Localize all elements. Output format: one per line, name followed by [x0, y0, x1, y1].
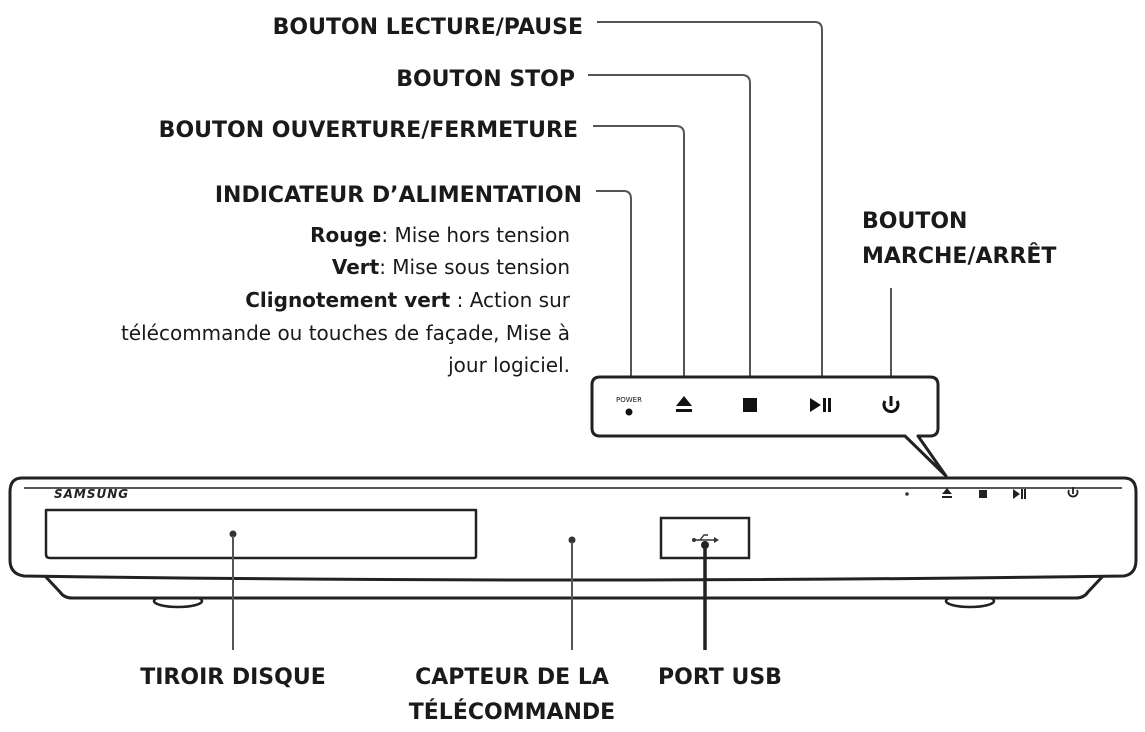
small-eject-icon	[942, 488, 952, 498]
label-remote-sensor-line1: CAPTEUR DE LA	[415, 665, 609, 690]
bluray-player-body: SAMSUNG	[8, 476, 1138, 609]
small-power-icon	[1067, 487, 1079, 498]
label-stop: BOUTON STOP	[396, 67, 575, 92]
indicator-green-term: Vert	[332, 255, 380, 279]
label-disc-tray: TIROIR DISQUE	[140, 665, 326, 690]
leader-power-indicator	[596, 190, 632, 398]
label-power-button-line2: MARCHE/ARRÊT	[862, 243, 1056, 269]
disc-tray-dot	[229, 530, 237, 538]
label-power-button-line1: BOUTON	[862, 209, 967, 234]
small-power-led	[905, 492, 909, 496]
small-play-pause-icon	[1013, 489, 1026, 499]
label-remote-sensor-line2: TÉLÉCOMMANDE	[409, 699, 615, 725]
leader-play-pause	[597, 21, 823, 378]
label-play-pause: BOUTON LECTURE/PAUSE	[273, 15, 583, 40]
device-small-controls	[900, 487, 1079, 499]
usb-icon	[692, 534, 719, 543]
disc-tray-slot	[44, 508, 478, 560]
stop-icon	[743, 398, 757, 412]
leader-open-close	[593, 125, 685, 378]
indicator-blink-line3: jour logiciel.	[447, 353, 570, 377]
indicator-green-line: Vert: Mise sous tension	[332, 255, 570, 279]
indicator-blink-line2: télécommande ou touches de façade, Mise …	[121, 321, 570, 345]
indicator-blink-line: Clignotement vert : Action sur	[245, 288, 571, 312]
power-led-dot	[625, 408, 633, 416]
indicator-blink-desc: : Action sur	[450, 288, 571, 312]
indicator-red-desc: : Mise hors tension	[381, 223, 570, 247]
small-stop-icon	[979, 490, 987, 498]
leader-stop	[588, 74, 751, 378]
indicator-red-line: Rouge: Mise hors tension	[310, 223, 570, 247]
label-open-close: BOUTON OUVERTURE/FERMETURE	[159, 118, 578, 143]
indicator-green-desc: : Mise sous tension	[379, 255, 570, 279]
label-power-indicator: INDICATEUR D’ALIMENTATION	[215, 183, 582, 208]
play-pause-icon	[810, 398, 831, 412]
zoom-callout-panel	[590, 375, 948, 478]
brand-logo: SAMSUNG	[54, 487, 129, 501]
indicator-red-term: Rouge	[310, 223, 381, 247]
label-usb-port: PORT USB	[658, 665, 782, 690]
remote-sensor-dot	[568, 536, 576, 544]
power-led-label: POWER	[616, 396, 642, 404]
leader-dot-usb	[701, 541, 709, 549]
indicator-blink-term: Clignotement vert	[245, 288, 450, 312]
eject-icon	[676, 396, 692, 412]
power-icon	[882, 396, 900, 414]
